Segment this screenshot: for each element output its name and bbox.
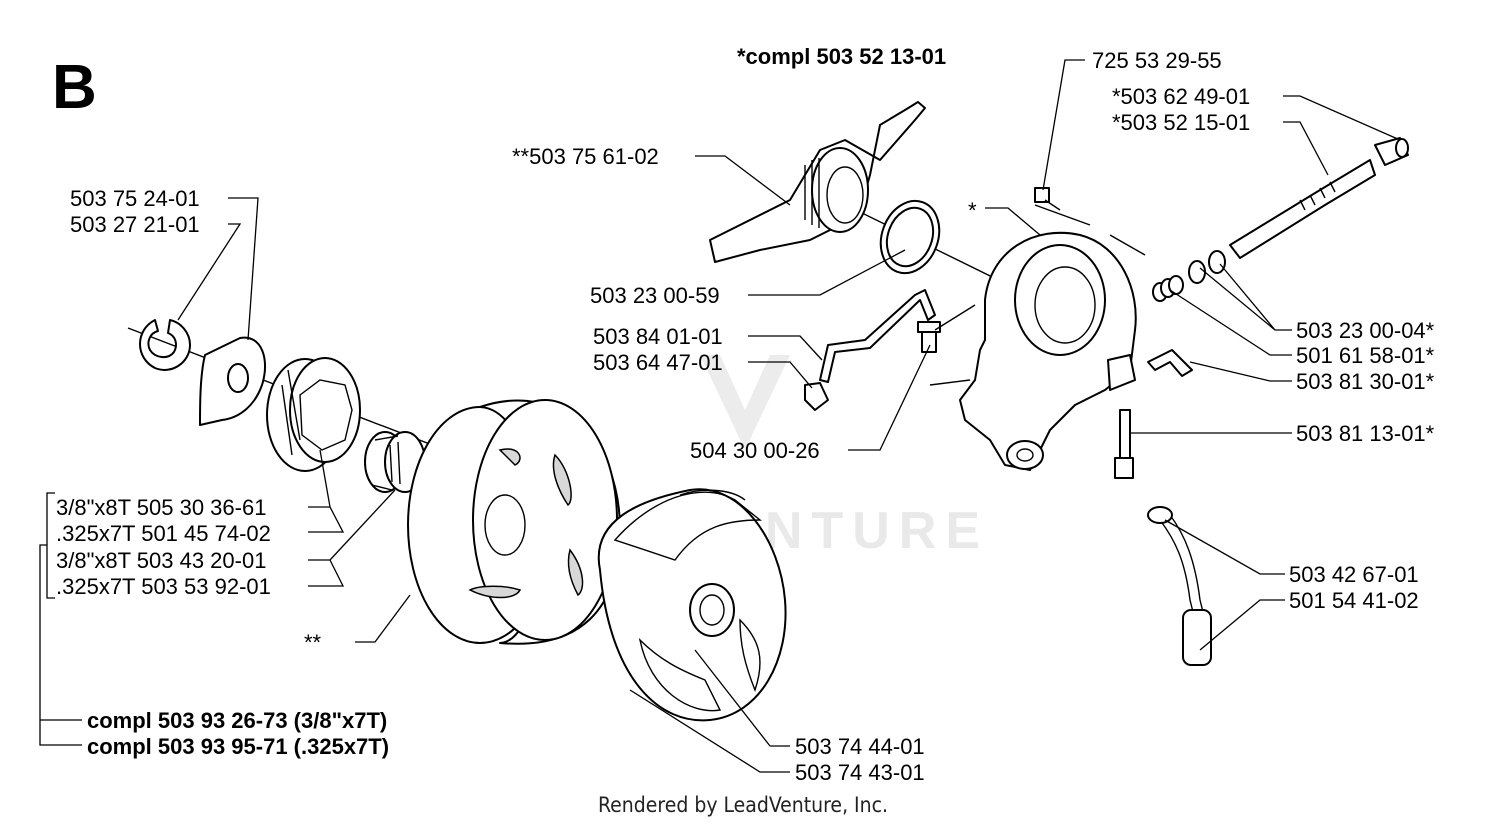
label-503-62-49-01: *503 62 49-01: [1112, 84, 1250, 109]
retaining-clip-part: [1147, 349, 1193, 377]
bushing-part: [1374, 137, 1409, 166]
label-double-star: **: [304, 630, 322, 655]
label-725-53-29-55: 725 53 29-55: [1092, 48, 1222, 73]
label-compl-503-93-26-73: compl 503 93 26-73 (3/8"x7T): [87, 708, 387, 733]
label-compl-503-52-13-01: *compl 503 52 13-01: [737, 44, 946, 69]
label-sprocket-505-30-36-61: 3/8"x8T 505 30 36-61: [56, 495, 266, 520]
label-503-74-44-01: 503 74 44-01: [795, 734, 925, 759]
label-503-84-01-01: 503 84 01-01: [593, 324, 723, 349]
label-503-75-61-02: **503 75 61-02: [512, 144, 659, 169]
oil-hose-part: [1147, 506, 1212, 666]
label-503-81-13-01: 503 81 13-01*: [1296, 421, 1435, 446]
oil-pipe-part: [804, 289, 936, 411]
spring-washer-parts: [1152, 250, 1226, 302]
label-sprocket-503-43-20-01: 3/8"x8T 503 43 20-01: [56, 548, 266, 573]
label-501-61-58-01: 501 61 58-01*: [1296, 343, 1435, 368]
clutch-shoes-part: [597, 488, 787, 722]
oil-pump-housing-part: [929, 231, 1137, 471]
label-501-54-41-02: 501 54 41-02: [1289, 588, 1419, 613]
footer-credit: Rendered by LeadVenture, Inc.: [598, 793, 888, 817]
label-503-23-00-04: 503 23 00-04*: [1296, 318, 1435, 343]
watermark-logo-icon: [700, 355, 790, 450]
label-504-30-00-26: 504 30 00-26: [690, 438, 820, 463]
bolt-part: [1034, 187, 1061, 211]
label-star: *: [968, 198, 977, 223]
label-503-75-24-01: 503 75 24-01: [70, 186, 200, 211]
label-503-27-21-01: 503 27 21-01: [70, 212, 200, 237]
section-letter: B: [52, 53, 97, 122]
leader-lines: [39, 59, 1401, 773]
label-503-23-00-59: 503 23 00-59: [590, 283, 720, 308]
nipple-part: [917, 321, 941, 353]
clutch-drum-part: [407, 399, 621, 645]
o-ring-part: [879, 199, 941, 275]
adjusting-screw-part: [1114, 409, 1134, 479]
label-503-52-15-01: *503 52 15-01: [1112, 110, 1250, 135]
bar-plate-part: [709, 101, 926, 263]
label-sprocket-501-45-74-02: .325x7T 501 45 74-02: [56, 521, 271, 546]
label-503-81-30-01: 503 81 30-01*: [1296, 369, 1435, 394]
circlip-part: [139, 319, 191, 371]
label-sprocket-503-53-92-01: .325x7T 503 53 92-01: [56, 574, 271, 599]
label-compl-503-93-95-71: compl 503 93 95-71 (.325x7T): [87, 734, 389, 759]
sprocket-rim-part: [266, 357, 361, 472]
washer-part: [199, 336, 266, 426]
label-503-74-43-01: 503 74 43-01: [795, 760, 925, 785]
pump-shaft-part: [1229, 159, 1376, 259]
label-503-64-47-01: 503 64 47-01: [593, 350, 723, 375]
label-503-42-67-01: 503 42 67-01: [1289, 562, 1419, 587]
